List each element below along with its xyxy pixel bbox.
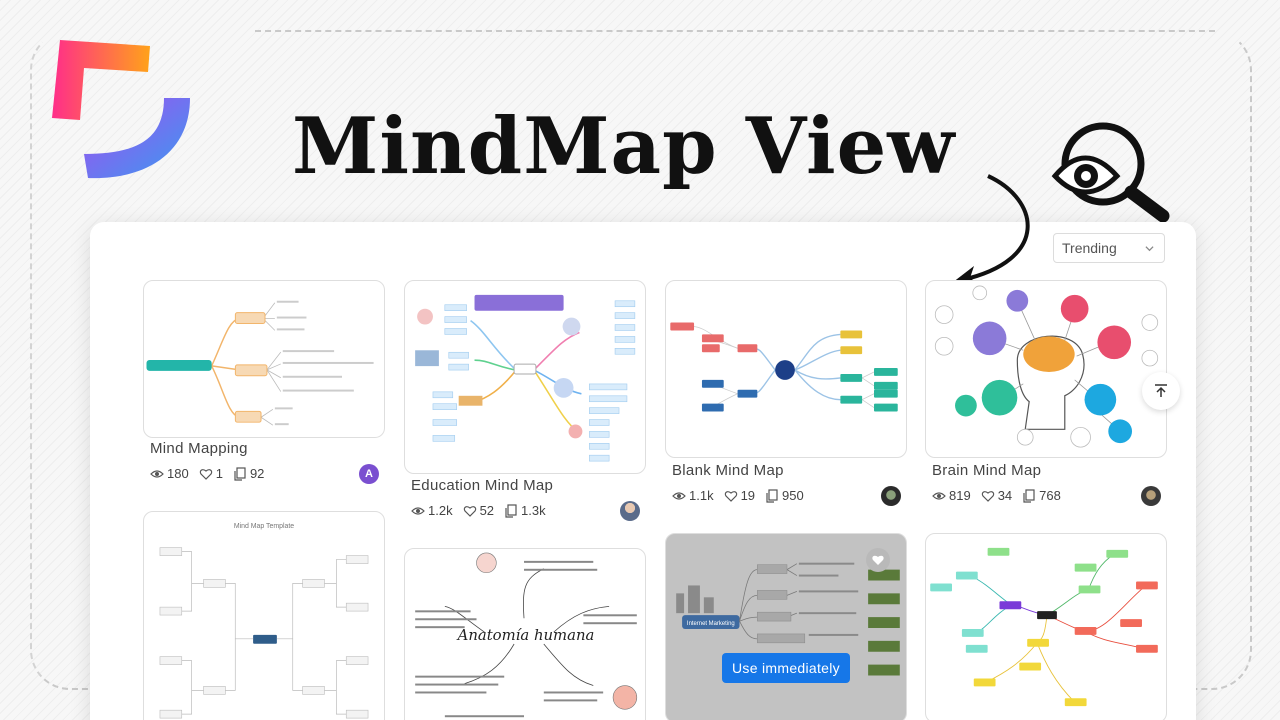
card-stats: 180 1 92 [150,466,264,481]
template-card-brain-mind-map[interactable]: Brain Mind Map 819 34 768 [925,280,1167,510]
likes-count: 19 [740,488,756,503]
copies-count: 1.3k [521,503,546,518]
eye-icon [150,469,164,478]
heart-icon [199,468,212,480]
copy-icon [505,503,517,518]
dashed-frame-top [255,30,1215,32]
views-count: 1.1k [689,488,714,503]
mindmap-preview [930,547,1158,707]
eye-icon [411,506,425,515]
mindmap-preview [670,322,898,412]
mindmap-preview: Anatomía humana [415,552,638,718]
copy-icon [766,488,778,503]
page-title: MindMap View [292,101,956,192]
arrow-up-to-line-icon [1155,384,1167,397]
views-stat: 819 [932,488,971,503]
avatar[interactable] [620,501,640,521]
thumbnail-title: Anatomía humana [456,627,595,644]
thumbnail-title: Mind Map Template [234,523,294,530]
likes-stat[interactable]: 1 [199,466,223,481]
copies-stat: 950 [765,488,804,503]
template-card-anatomy[interactable]: Anatomía humana [404,548,646,720]
copies-stat: 1.3k [504,503,546,518]
mindmap-preview [934,285,1159,448]
card-title[interactable]: Blank Mind Map [672,462,784,479]
views-stat: 180 [150,466,189,481]
use-immediately-button[interactable]: Use immediately [722,653,850,683]
views-stat: 1.2k [411,503,453,518]
views-stat: 1.1k [672,488,714,503]
scroll-to-top-button[interactable] [1142,372,1180,410]
chevron-down-icon [1145,246,1154,252]
likes-stat[interactable]: 19 [724,488,755,503]
template-card-mind-mapping[interactable]: Mind Mapping 180 1 92 A [143,280,385,490]
views-count: 819 [949,488,971,503]
template-card-mind-map-template[interactable]: Mind Map Template [143,511,385,720]
card-title[interactable]: Mind Mapping [150,440,248,457]
likes-count: 34 [997,488,1013,503]
copies-stat: 92 [233,466,264,481]
eye-icon [672,491,686,500]
views-count: 1.2k [428,503,453,518]
card-stats: 819 34 768 [932,488,1061,503]
heart-icon [872,555,884,565]
likes-count: 52 [479,503,495,518]
card-thumbnail[interactable] [665,280,907,458]
likes-stat[interactable]: 34 [981,488,1012,503]
likes-count: 1 [215,466,223,481]
copy-icon [1023,488,1035,503]
favorite-button[interactable] [866,548,890,572]
card-thumbnail[interactable] [143,280,385,438]
thumbnail-hub-label: Internet Marketing [687,621,735,627]
heart-icon [981,490,994,502]
template-card-blank-mind-map[interactable]: Blank Mind Map 1.1k 19 950 [665,280,907,510]
template-card-colorful-map[interactable] [925,533,1167,720]
mindmap-preview: Mind Map Template [159,523,369,719]
card-thumbnail[interactable] [404,280,646,474]
avatar[interactable] [1141,486,1161,506]
brand-logo [52,40,190,179]
card-stats: 1.1k 19 950 [672,488,804,503]
eye-icon [932,491,946,500]
heart-icon [724,490,737,502]
card-thumbnail[interactable] [925,280,1167,458]
avatar[interactable] [881,486,901,506]
avatar[interactable]: A [359,464,379,484]
copies-count: 950 [782,488,804,503]
copies-count: 768 [1039,488,1061,503]
heart-icon [463,505,476,517]
copies-count: 92 [249,466,265,481]
views-count: 180 [167,466,189,481]
copies-stat: 768 [1022,488,1061,503]
mindmap-preview [415,294,636,462]
card-title[interactable]: Education Mind Map [411,477,554,494]
mindmap-preview: Internet Marketing [676,562,900,676]
template-card-education-mind-map[interactable]: Education Mind Map 1.2k 52 1.3k [404,280,646,521]
eye-magnifier-icon [1051,122,1170,223]
card-title[interactable]: Brain Mind Map [932,462,1042,479]
card-stats: 1.2k 52 1.3k [411,503,546,518]
sort-selected-label: Trending [1062,240,1117,256]
likes-stat[interactable]: 52 [463,503,494,518]
copy-icon [234,466,246,481]
sort-dropdown[interactable]: Trending [1053,233,1165,263]
mindmap-preview [146,300,374,426]
